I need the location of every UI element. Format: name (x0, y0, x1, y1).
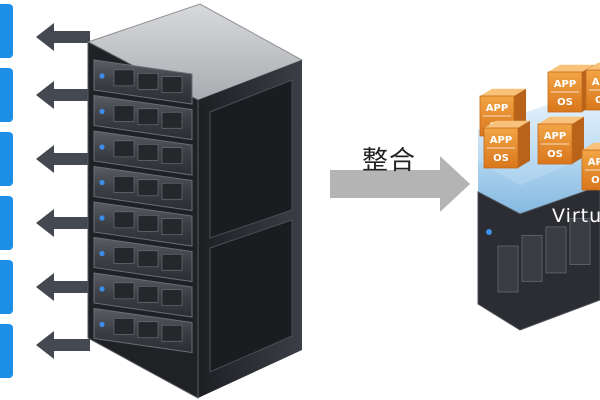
physical-server (0, 4, 13, 58)
drive-bay (545, 226, 567, 274)
status-light (99, 286, 105, 292)
vm-app-label: APP (486, 103, 508, 114)
vm-os-label: OS (493, 153, 509, 164)
consolidate-label: 整合 (362, 146, 417, 176)
platform-drive-bays (497, 218, 591, 293)
left-arrow-icon (36, 23, 90, 51)
server-rack (86, 3, 304, 399)
rack-unit (93, 94, 193, 141)
status-light (99, 179, 105, 186)
physical-server (0, 196, 13, 250)
virtual-machines: APPOSAPPOSAPPOSAPPOSAPPOSAPPOS (479, 62, 600, 191)
rack-unit (93, 236, 193, 283)
virtual-machine: APP OS (581, 142, 600, 191)
vm-app-label: APP (554, 79, 576, 90)
rack-unit (93, 59, 193, 105)
physical-server (0, 324, 13, 378)
rack-unit (93, 272, 193, 318)
physical-server (0, 260, 13, 314)
physical-server (0, 68, 13, 122)
vm-app-label: APP (592, 77, 600, 88)
rack-units (93, 59, 193, 354)
left-arrow-icon (36, 209, 90, 237)
vm-app-label: APP (490, 135, 512, 146)
virtual-machine: APP OS (585, 62, 600, 111)
virtual-machine: APP OS (537, 116, 584, 165)
physical-server (0, 132, 13, 186)
virtual-platform-label: Virtu (552, 205, 600, 227)
vm-app-label: APP (588, 157, 600, 168)
rack-side-panel-upper (209, 79, 293, 239)
status-light (99, 215, 105, 221)
vm-os-label: OS (547, 149, 563, 160)
left-arrow-icon (36, 81, 90, 109)
status-light (99, 73, 105, 79)
vm-os-label: OS (591, 175, 600, 186)
drive-bay (497, 245, 519, 293)
virtual-machine: APP OS (483, 120, 530, 169)
rack-unit (93, 201, 193, 247)
left-arrow-icon (36, 273, 90, 301)
vm-os-label: OS (557, 97, 573, 108)
right-arrow-icon (330, 156, 470, 212)
drive-bay (569, 218, 591, 265)
left-arrow-icon (36, 331, 90, 359)
vm-app-label: APP (544, 131, 566, 142)
rack-side-panel-lower (209, 219, 293, 373)
vm-os-label: OS (595, 95, 600, 106)
rack-unit (93, 130, 193, 176)
status-light (99, 321, 105, 328)
left-arrow-icon (36, 145, 90, 173)
rack-unit (93, 307, 193, 354)
rack-unit (93, 165, 193, 212)
status-light (99, 108, 105, 115)
physical-servers-column (0, 4, 13, 378)
virtualization-platform: APPOSAPPOSAPPOSAPPOSAPPOSAPPOS (477, 62, 600, 331)
drive-bay (521, 234, 543, 282)
outgoing-arrows (36, 23, 90, 359)
status-light (99, 144, 105, 150)
status-light (99, 250, 105, 257)
consolidate-arrow (330, 156, 470, 212)
platform-power-light (486, 229, 492, 235)
